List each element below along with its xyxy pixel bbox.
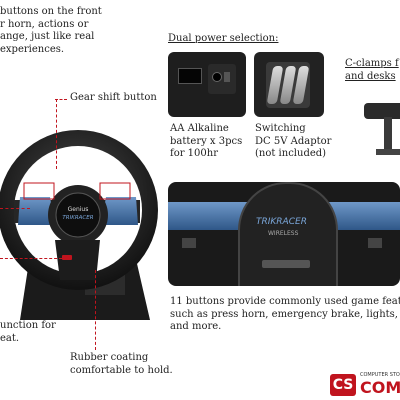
logo-badge: CS [330, 374, 356, 396]
aa-battery-line-1: AA Alkaline [170, 123, 229, 134]
store-logo: CS COMPUTER STO COMP [330, 370, 400, 400]
front-buttons-line-2: r horn, actions or [0, 18, 89, 30]
eleven-buttons-line-2: such as press horn, emergency brake, lig… [170, 308, 400, 320]
rubber-line-2: comfortable to hold. [70, 364, 173, 376]
aa-battery-line-2: battery x 3pcs [170, 135, 243, 147]
c-clamps-line-1: C-clamps f [345, 58, 399, 69]
dc-adaptor-line-2: DC 5V Adaptor [255, 135, 332, 147]
front-buttons-callout: buttons on the front r horn, actions or … [0, 6, 102, 56]
battery-compartment-photo [168, 52, 246, 117]
function-line-1: unction for [0, 320, 56, 331]
hub-brand-text: Genius [68, 206, 89, 213]
dc-adaptor-label: Switching DC 5V Adaptor (not included) [255, 123, 331, 161]
gear-shift-label: Gear shift button [70, 92, 157, 103]
aa-battery-line-3: for 100hr [170, 148, 218, 159]
dc-adaptor-line-1: Switching [255, 123, 306, 134]
function-line-2: eat. [0, 332, 20, 344]
steering-wheel-image: Genius TRIKRACER [0, 130, 158, 320]
wheel-pointer-2 [0, 258, 62, 259]
dual-power-label: Dual power selection: [168, 33, 279, 44]
wheel-closeup-photo: TRIKRACER WIRELESS [168, 182, 400, 286]
front-buttons-line-1: buttons on the front [0, 6, 102, 17]
dc-adaptor-line-3: (not included) [255, 148, 327, 159]
gear-shift-pointer [55, 99, 67, 100]
batteries-photo [254, 52, 324, 117]
logo-top-text: COMPUTER STO [360, 372, 400, 378]
rubber-callout: Rubber coating comfortable to hold. [70, 352, 173, 377]
eleven-buttons-line-3: and more. [170, 321, 222, 332]
eleven-buttons-callout: 11 buttons provide commonly used game fe… [170, 296, 400, 334]
front-buttons-line-4: experiences. [0, 43, 65, 55]
function-callout: unction for eat. [0, 320, 56, 345]
c-clamps-line-2: and desks [345, 70, 396, 82]
front-buttons-line-3: ange, just like real [0, 31, 95, 42]
eleven-buttons-line-1: 11 buttons provide commonly used game fe… [170, 296, 400, 307]
c-clamps-callout: C-clamps f and desks [345, 58, 399, 83]
rubber-pointer [95, 270, 96, 350]
hub-model-text: TRIKRACER [62, 215, 93, 221]
wheel-pointer-1 [0, 208, 30, 209]
c-clamp-photo [360, 95, 400, 160]
rubber-line-1: Rubber coating [70, 352, 149, 363]
closeup-sub-text: WIRELESS [268, 230, 299, 237]
aa-battery-label: AA Alkaline battery x 3pcs for 100hr [170, 123, 242, 161]
logo-word: COMP [360, 378, 400, 397]
closeup-model-text: TRIKRACER [256, 217, 307, 227]
gear-pointer-vertical [56, 99, 57, 169]
